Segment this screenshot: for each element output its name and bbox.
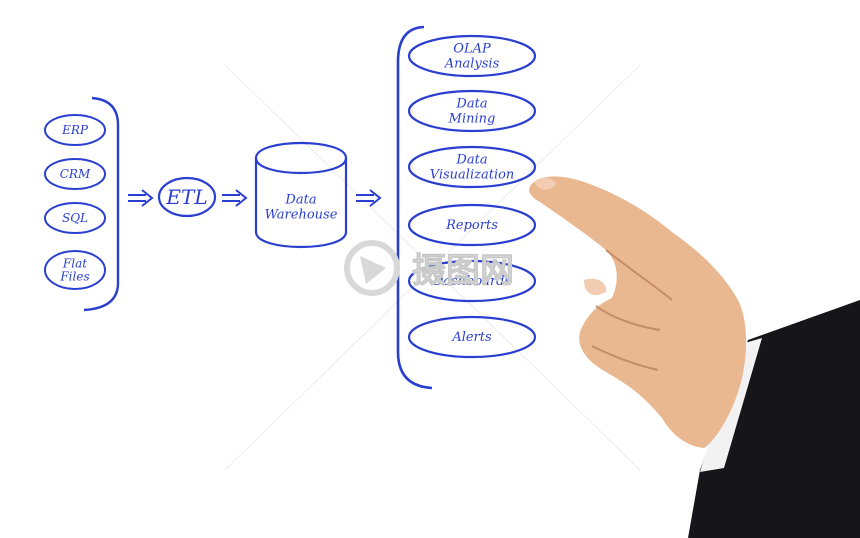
label-line: SQL — [62, 211, 88, 225]
watermark-logo: 摄图网 — [344, 240, 514, 296]
label-line: ETL — [165, 185, 207, 209]
source-node: ERP — [44, 114, 106, 146]
watermark-logo-icon — [344, 240, 400, 296]
source-oval — [44, 202, 106, 234]
output-node: Reports — [407, 203, 537, 247]
output-label: Reports — [445, 218, 498, 233]
hand — [529, 176, 747, 448]
output-oval — [407, 34, 537, 78]
output-oval — [407, 315, 537, 359]
output-label: Alerts — [451, 330, 492, 345]
watermark-logo-mark — [360, 256, 386, 284]
label-line: ERP — [61, 123, 89, 137]
thumb-nail — [584, 278, 607, 296]
output-oval — [407, 259, 537, 303]
label-line: Data — [455, 152, 487, 167]
output-node: Alerts — [407, 315, 537, 359]
right-arrow-icon — [222, 189, 248, 207]
label-line: Mining — [448, 111, 496, 126]
source-label: ERP — [61, 123, 89, 137]
label-line: Data — [284, 192, 316, 207]
output-node: Dashboards — [407, 259, 537, 303]
source-node: CRM — [44, 158, 106, 190]
label-line: CRM — [60, 167, 91, 181]
label-line: Alerts — [451, 330, 492, 345]
warehouse-cylinder-rim — [254, 157, 348, 175]
label-line: OLAP — [453, 41, 491, 56]
pointing-hand-icon — [529, 176, 860, 538]
output-oval — [407, 89, 537, 133]
outputs-bracket — [396, 25, 433, 390]
label-line: Reports — [445, 218, 498, 233]
source-oval — [44, 250, 106, 290]
label-line: Dashboards — [432, 274, 512, 289]
arrow-shape — [356, 189, 382, 207]
etl-oval — [157, 176, 217, 218]
arrow-shape — [128, 189, 154, 207]
label-line: Files — [59, 270, 89, 284]
watermark-label: 摄图网 — [412, 251, 514, 291]
label-line: Data — [455, 96, 487, 111]
source-oval — [44, 114, 106, 146]
label-line: Flat — [62, 257, 87, 271]
source-label: SQL — [62, 211, 88, 225]
suit-sleeve — [688, 300, 860, 538]
label-line: Analysis — [444, 56, 500, 71]
finger-fold — [591, 345, 659, 371]
label-line: Warehouse — [265, 207, 338, 222]
output-oval — [407, 145, 537, 189]
warehouse-cylinder — [254, 141, 348, 249]
output-label: Dashboards — [432, 274, 512, 289]
sources-bracket — [83, 96, 120, 312]
right-arrow-icon — [356, 189, 382, 207]
source-oval — [44, 158, 106, 190]
knuckle-line — [595, 305, 661, 331]
etl-label: ETL — [165, 185, 207, 209]
output-oval — [407, 203, 537, 247]
source-node: SQL — [44, 202, 106, 234]
right-arrow-icon — [128, 189, 154, 207]
label-line: Visualization — [430, 167, 515, 182]
watermark-lines — [224, 64, 641, 471]
arrow-shape — [222, 189, 248, 207]
index-nail — [534, 177, 556, 190]
source-label: CRM — [60, 167, 91, 181]
etl-node: ETL — [157, 176, 217, 218]
finger-shadow — [605, 249, 673, 301]
